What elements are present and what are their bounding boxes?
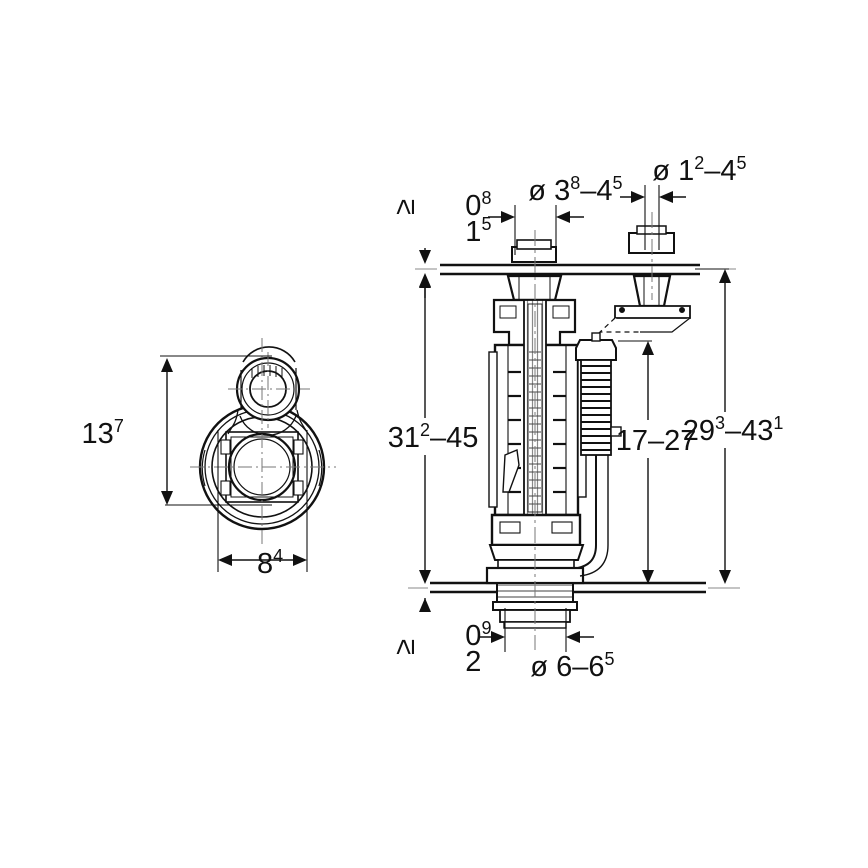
dim-label-left-width: 84 [217, 537, 308, 580]
dim-label-clearance-top-2: 15 [425, 205, 516, 248]
dim-label-mid-height: 17–27 [575, 425, 720, 457]
dim-label-main-height: 312–45 [347, 420, 502, 454]
dim-dia-bottom [478, 608, 594, 652]
dim-label-dia-top-center: ø 38–45 [488, 164, 647, 207]
dim-mid-height [618, 340, 654, 584]
dim-label-right-height: 293–431 [642, 404, 807, 447]
section-centerlines [534, 212, 653, 650]
dim-right-height [695, 268, 731, 584]
cistern-top-wall [415, 263, 736, 276]
dim-label-left-height: 137 [41, 407, 148, 450]
dim-label-clearance-bottom-2: 2 [425, 646, 506, 678]
dim-label-ge-top-symbol: ≥ [389, 175, 421, 255]
dim-dia-top-center [488, 205, 584, 255]
dim-label-dia-top-right: ø 12–45 [612, 144, 771, 187]
dim-label-clearance-bottom-1: 09 [425, 609, 516, 652]
dim-dia-top-right [620, 185, 686, 250]
dim-main-height [419, 273, 431, 584]
bellows-overflow [575, 332, 622, 577]
dim-left-width [217, 430, 308, 572]
dim-label-dia-bottom: ø 6–65 [490, 640, 639, 683]
dim-label-clearance-top-1: 08 [425, 179, 516, 222]
left-view-centerlines [190, 338, 336, 545]
dim-label-ge-bottom-symbol: ≥ [389, 615, 421, 695]
dim-clearance-bottom [419, 598, 431, 612]
